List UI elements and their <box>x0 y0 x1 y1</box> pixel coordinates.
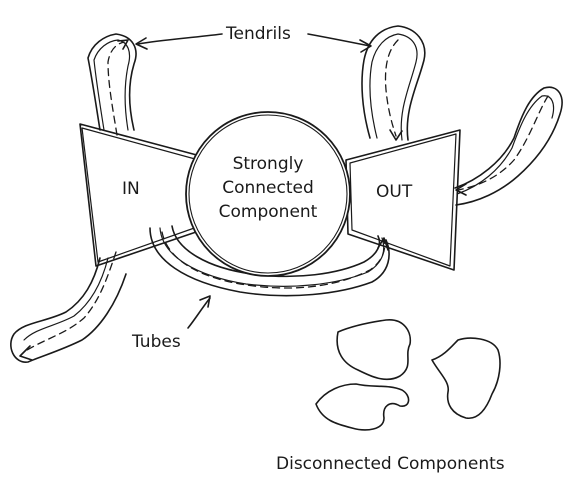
scc-circle <box>185 111 351 277</box>
tubes-callout <box>187 295 211 329</box>
disconnected-blob-3 <box>315 383 410 431</box>
scc-label-line1: Strongly <box>233 154 304 174</box>
tendril-top-left <box>87 33 137 136</box>
disconnected-label: Disconnected Components <box>276 454 505 474</box>
disconnected-blob-2 <box>431 337 501 419</box>
disconnected-blob-1 <box>336 319 412 381</box>
tube <box>149 225 390 297</box>
tendril-bottom-left <box>10 251 127 363</box>
out-label: OUT <box>376 182 413 202</box>
scc-label-line2: Connected <box>222 178 314 198</box>
out-shape <box>345 129 461 271</box>
in-label: IN <box>122 179 140 199</box>
tendril-right <box>454 86 563 206</box>
tendrils-label: Tendrils <box>225 24 291 44</box>
out-shape-sketch <box>349 133 457 267</box>
tendril-top-right <box>361 25 426 141</box>
scc-label-line3: Component <box>219 202 318 222</box>
tubes-label: Tubes <box>131 332 181 352</box>
tendrils-callout <box>135 33 372 53</box>
